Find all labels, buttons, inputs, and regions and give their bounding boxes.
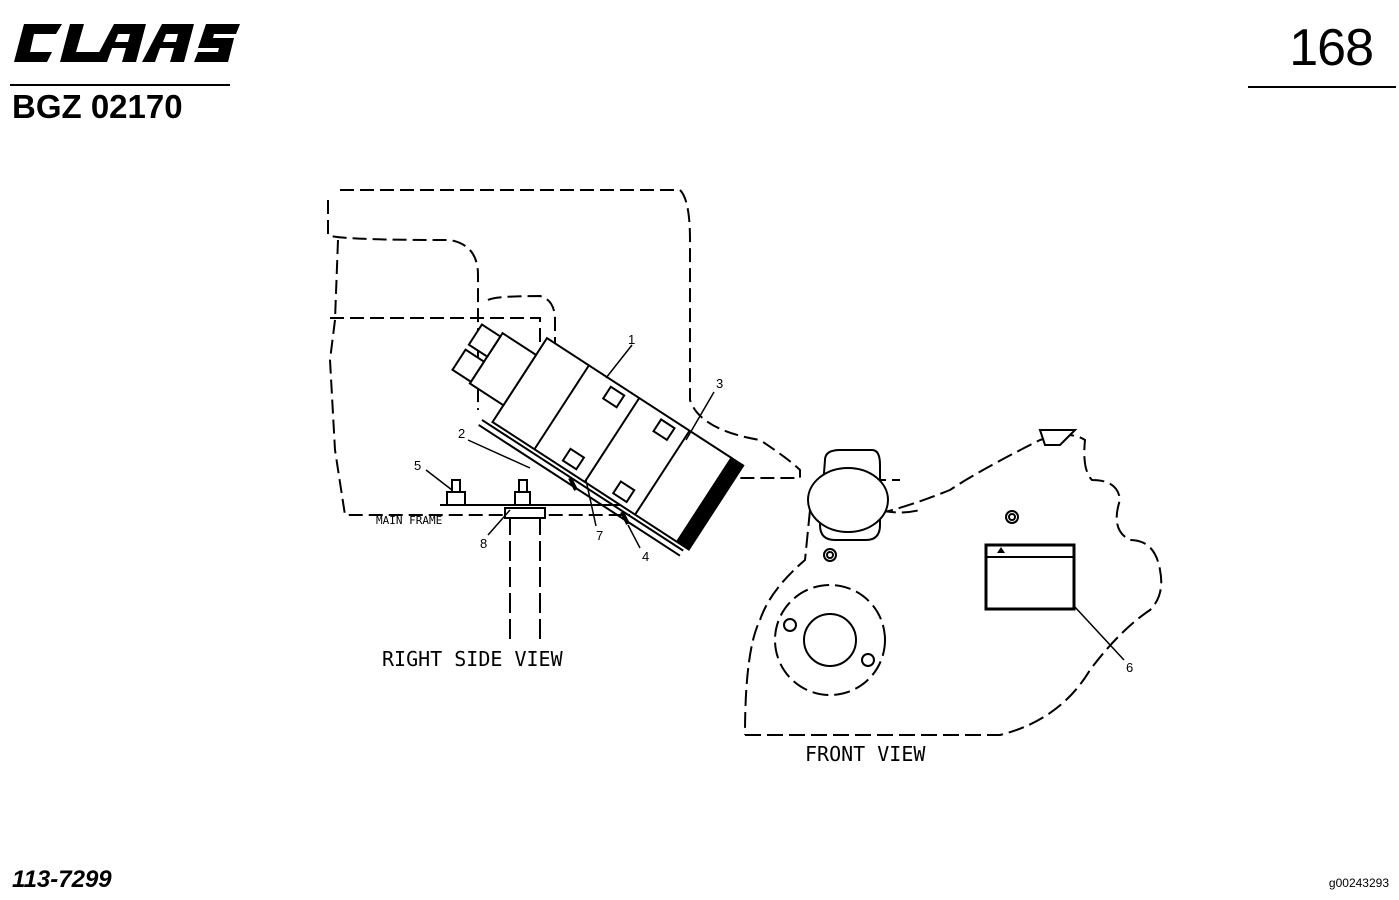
callout-7: 7 <box>596 528 603 543</box>
callout-5: 5 <box>414 458 421 473</box>
callout-1: 1 <box>628 332 635 347</box>
header-rule-left <box>10 84 230 86</box>
callout-2: 2 <box>458 426 465 441</box>
callout-4: 4 <box>642 549 649 564</box>
page-number: 168 <box>1289 19 1374 77</box>
part-number: 113-7299 <box>12 866 112 893</box>
front-view-component <box>807 429 1078 541</box>
callout-6: 6 <box>1126 660 1133 675</box>
front-view-panel <box>744 434 1163 736</box>
callout-8: 8 <box>480 536 487 551</box>
header-rule-right <box>1248 86 1396 88</box>
main-frame-label: MAIN FRAME <box>376 514 442 527</box>
claas-logo <box>14 24 240 62</box>
image-id: g00243293 <box>1328 876 1389 890</box>
support-post <box>504 507 546 640</box>
component-1 <box>451 323 745 557</box>
bolt-8 <box>514 479 531 505</box>
callout-3: 3 <box>716 376 723 391</box>
warning-decal <box>984 543 1076 611</box>
group-code: BGZ 02170 <box>12 88 183 125</box>
bolt-5 <box>446 479 466 505</box>
right-side-view-label: RIGHT SIDE VIEW <box>382 647 564 671</box>
front-view-label: FRONT VIEW <box>805 742 926 766</box>
side-view-frame <box>327 189 801 516</box>
